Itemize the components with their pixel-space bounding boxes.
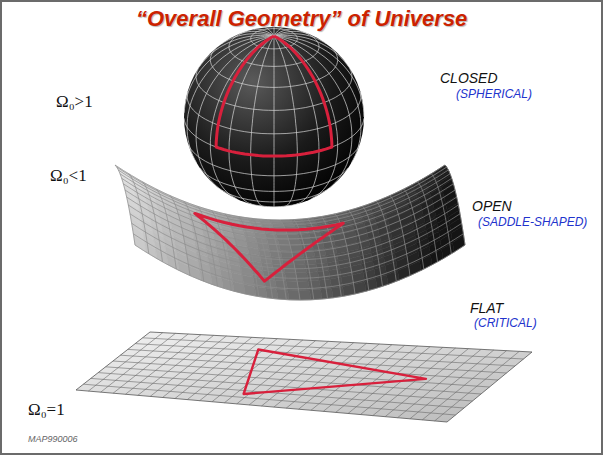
density-parameter: Ω₀<1 [50,166,87,186]
saddle-patch [307,272,319,281]
longitude-line [274,36,352,188]
saddle-patch [288,290,300,300]
longitude-line [274,36,319,204]
plane-grid-line [113,361,490,387]
saddle-patch [304,257,316,265]
saddle-patch [189,266,201,280]
plane-grid-line [91,378,464,408]
saddle-grid-line [127,197,457,252]
longitude-line [184,36,274,113]
geometry-name: CLOSED [440,70,498,86]
sphere-body [184,27,364,207]
longitude-line [187,36,274,163]
saddle-patch [453,235,465,252]
saddle-patch [167,255,179,270]
saddle-grid-line [404,189,424,269]
saddle-grid-line [125,190,455,245]
saddle-grid-line [445,165,465,245]
saddle-patch [332,286,344,297]
longitude-line [196,36,274,188]
slide-title: “Overall Geometry” of Universe [136,6,467,31]
geometry-shape: (CRITICAL) [474,317,537,331]
longitude-line [251,36,274,206]
saddle-patch [285,273,297,282]
geometry-name: OPEN [472,198,512,214]
longitude-line [274,36,297,206]
longitude-line [274,36,275,207]
saddle-grid-line [122,178,452,233]
image-code: MAP990006 [28,434,78,444]
longitude-line [274,31,309,36]
saddle-grid-line [128,205,458,260]
geometry-shape: (SPHERICAL) [456,88,532,102]
saddle-patch [271,257,283,265]
geometry-shape: (SADDLE-SHAPED) [478,216,587,230]
flat-plane [76,332,532,422]
saddle-patch [296,273,308,282]
saddle-patch [310,289,322,300]
longitude-line [274,36,364,117]
saddle-grid-line [115,165,445,220]
density-parameter: Ω₀=1 [28,400,65,420]
saddle-triangle [195,213,343,281]
plane-grid-line [128,349,507,373]
saddle-grid-line [118,170,448,225]
saddle-grid-line [418,182,438,262]
longitude-line [274,36,361,163]
saddle-patch [365,278,377,291]
plane-surface [76,332,532,422]
saddle-patch [299,290,311,300]
plane-grid-line [135,344,515,366]
plane-grid-line [143,338,524,359]
longitude-line [274,35,349,67]
saddle-grid-line [133,234,463,289]
longitude-line [229,36,274,204]
saddle-patch [290,245,302,251]
density-parameter: Ω₀>1 [56,92,93,112]
saddle-grid-line [431,174,451,254]
geometry-name: FLAT [470,300,503,316]
saddle-patch [278,239,290,245]
sphere-grid [184,27,364,207]
saddle-patch [279,245,291,251]
saddle-patch [277,289,289,300]
longitude-line [199,35,274,67]
saddle-patch [283,224,295,227]
saddle-grid-line [132,223,462,278]
saddle-patch [354,282,366,294]
saddle-patch [289,239,301,245]
saddle-grid-line [321,217,341,297]
saddle-surface [115,165,465,300]
sphere-triangle [216,36,332,156]
plane-grid-line [83,384,455,415]
plane-triangle [244,350,426,395]
